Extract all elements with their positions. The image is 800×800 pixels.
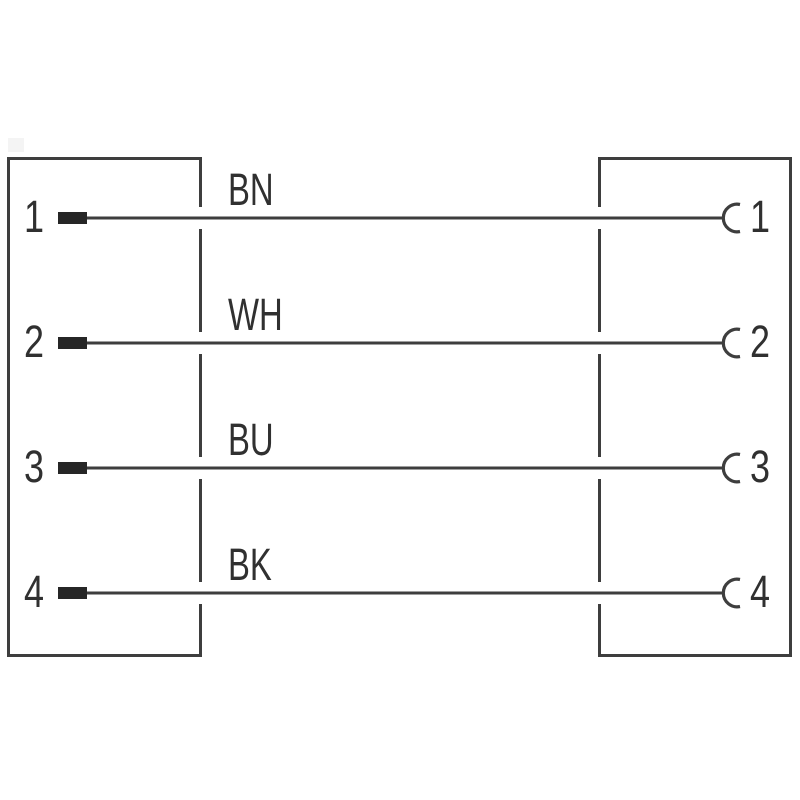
pin-contact-bars (58, 212, 87, 599)
right-pin-number-2: 2 (750, 316, 771, 367)
pin-contact-bar-icon (58, 587, 87, 599)
wire-lines (87, 216, 724, 595)
socket-contact-arc-icon (721, 452, 741, 484)
right-connector-box (598, 157, 792, 657)
pin-contact-bar-icon (58, 462, 87, 474)
left-pin-number-4: 4 (24, 566, 45, 617)
wire-label-wh: WH (228, 289, 283, 340)
right-pin-number-4: 4 (750, 566, 771, 617)
socket-contact-arc-icon (721, 327, 741, 359)
right-pin-number-1: 1 (750, 191, 771, 242)
wire-label-bu: BU (228, 414, 274, 465)
wire-label-bn: BN (228, 164, 274, 215)
socket-contact-arcs (721, 202, 741, 609)
pin-contact-bar-icon (58, 337, 87, 349)
socket-contact-arc-icon (721, 577, 741, 609)
wire-label-bk: BK (228, 539, 272, 590)
socket-contact-arc-icon (721, 202, 741, 234)
left-pin-number-2: 2 (24, 316, 45, 367)
left-pin-number-3: 3 (24, 441, 45, 492)
pin-contact-bar-icon (58, 212, 87, 224)
right-pin-number-3: 3 (750, 441, 771, 492)
left-pin-number-1: 1 (24, 191, 45, 242)
left-connector-box (7, 157, 202, 657)
watermark-artifact (8, 138, 24, 152)
